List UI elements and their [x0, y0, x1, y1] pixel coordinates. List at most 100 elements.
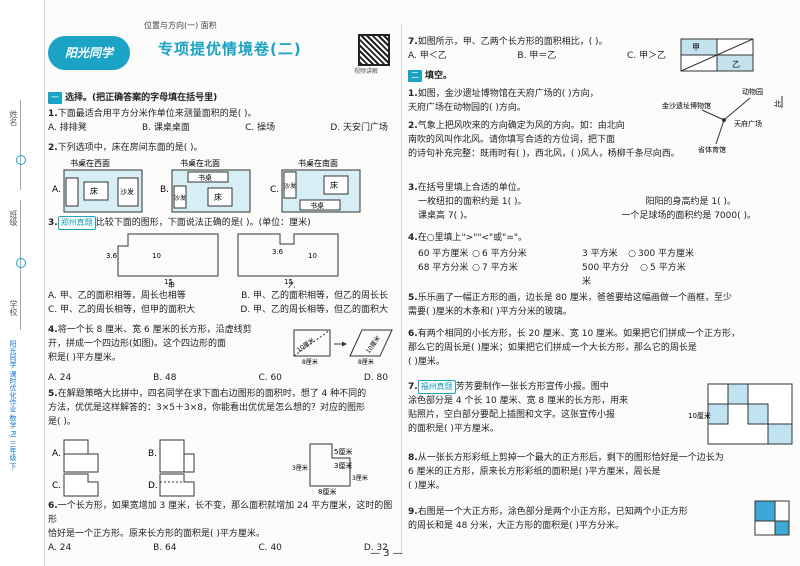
section-badge: 一	[48, 92, 62, 105]
question-2-figures: 书桌在西面 A. 床 沙发 书桌在北面 B. 书桌 沙发 床 书桌在南面 C.	[48, 158, 398, 214]
option-d[interactable]: D. 甲、乙的周长相等，但乙的面积大	[240, 304, 388, 315]
label-5cm: 5厘米	[334, 447, 352, 456]
option-b[interactable]: B. 课桌桌面	[141, 122, 190, 133]
fig-b	[159, 439, 195, 473]
label-b-15: 15	[284, 278, 293, 286]
compare-circle-input[interactable]: ○	[640, 262, 648, 273]
question-text: 一个长方形，如果宽增加 3 厘米，长不变，那么面积就增加 24 平方厘米，这时的…	[48, 501, 393, 525]
blank-desk[interactable]: 课桌高 7( )。	[418, 210, 473, 221]
option-c[interactable]: C. 操场	[245, 122, 276, 133]
fig-d	[159, 473, 195, 497]
option-a[interactable]: A. 排排凳	[48, 122, 87, 133]
question-4-options: A. 24 B. 48 C. 60 D. 80	[48, 372, 398, 386]
parallelogram	[349, 329, 393, 357]
photo-slot	[707, 403, 729, 425]
source-tag: 福州真题	[417, 380, 456, 395]
compare-left: 3 平方米	[582, 248, 618, 259]
compare-circle-input[interactable]: ○	[628, 248, 636, 259]
label-8cm: 8厘米	[318, 487, 336, 496]
header: 位置与方向(一) 面积 阳光同学 专项提优情境卷(二) 视频讲解	[48, 20, 398, 80]
question-text: ( )厘米。	[408, 480, 445, 491]
option-c[interactable]: C. 60	[258, 373, 282, 383]
question-text: 是( )。	[48, 416, 76, 427]
blank-button[interactable]: 一枚纽扣的面积约是 1( )。	[418, 196, 527, 207]
photo-slot	[767, 423, 793, 445]
option-a[interactable]: A. 24	[48, 542, 72, 553]
room-diagrams: 书桌在西面 A. 床 沙发 书桌在北面 B. 书桌 沙发 床 书桌在南面 C.	[52, 158, 361, 213]
option-d[interactable]: D. 32	[363, 542, 388, 553]
question-3: 3.郑州真题比较下面的图形，下面说法正确的是( )。(单位：厘米)	[48, 216, 398, 231]
question-number: 4.	[408, 233, 418, 243]
section-choice-heading: 一选择。(把正确答案的字母填在括号里)	[48, 92, 398, 106]
option-d[interactable]: D. 天安门广场	[330, 122, 388, 133]
option-d[interactable]: D. 80	[363, 373, 388, 383]
option-a[interactable]: A. 甲＜乙	[408, 50, 447, 61]
question-number: 1.	[408, 89, 418, 99]
compare-right: 300 平方厘米	[638, 248, 695, 259]
fig-c	[63, 473, 99, 497]
section-title: 选择。(把正确答案的字母填在括号里)	[65, 93, 218, 103]
cut-diagram: 10厘米 8厘米 10厘米 8厘米	[293, 329, 393, 366]
binding-spine: 姓名 班级 学校 阳光同学 课时优化作业 数学 RJ 三年级 下	[0, 0, 45, 566]
question-3-options: A. 甲、乙的面积相等，周长也相等 B. 甲、乙的面积相等，但乙的周长长 C. …	[48, 290, 398, 318]
section-fill-heading: 二填空。	[408, 70, 796, 84]
label-3cm-top: 3厘米	[334, 461, 352, 470]
sofa-label: 沙发	[284, 182, 296, 190]
letter-a: A.	[52, 449, 61, 459]
question-text: 比较下面的图形，下面说法正确的是( )。(单位：厘米)	[95, 218, 311, 228]
label-3cm-left: 3厘米	[292, 464, 308, 472]
question-text: 那么它的周长是( )厘米；如果把它们拼成一个大长方形，那么它的周长是	[408, 342, 697, 353]
path-museum	[701, 109, 725, 121]
sofa-label: 沙发	[120, 187, 134, 196]
question-2: 2.下列选项中，床在房间东面的是( )。	[48, 142, 398, 156]
question-text: 积是( )平方厘米。	[48, 352, 121, 363]
compare-circle-input[interactable]: ○	[472, 262, 480, 273]
class-line	[20, 200, 21, 290]
option-b[interactable]: B. 48	[153, 373, 177, 383]
question-text: 有两个相同的小长方形，长 20 厘米、宽 10 厘米。如果把它们拼成一个正方形，	[417, 329, 741, 339]
option-c[interactable]: C. 甲＞乙	[626, 50, 666, 61]
option-a[interactable]: A. 24	[48, 373, 72, 383]
question-number: 1.	[48, 109, 58, 119]
breadcrumb: 位置与方向(一) 面积	[144, 21, 217, 30]
question-number: 5.	[408, 293, 418, 303]
compare-left: 68 平方分米	[418, 262, 469, 273]
label-8cm: 8厘米	[358, 358, 374, 366]
reference-figure	[309, 443, 351, 487]
question-number: 6.	[408, 329, 418, 339]
small-square	[774, 520, 790, 536]
class-label: 班级	[9, 210, 18, 226]
question-5: 5.在解题策略大比拼中，四名同学在求下面右边图形的面积时，想了 4 种不同的 方…	[48, 388, 398, 430]
fill-9: 9.右图是一个大正方形，涂色部分是两个小正方形，已知两个小正方形 的周长和是 4…	[408, 506, 746, 534]
section-title: 填空。	[425, 71, 453, 81]
qr-code-icon[interactable]	[358, 34, 390, 66]
brand-vertical: 阳光同学 课时优化作业 数学 RJ 三年级 下	[9, 340, 17, 471]
name-line	[20, 100, 21, 190]
option-b[interactable]: B. 甲、乙的面积相等，但乙的周长长	[241, 291, 388, 301]
desk-label: 书桌	[310, 201, 324, 210]
option-c[interactable]: C. 40	[258, 542, 282, 553]
label-b-3.6: 3.6	[272, 248, 284, 256]
fig-a	[63, 439, 99, 473]
label-a-3.6: 3.6	[106, 252, 118, 260]
label-tianfu: 天府广场	[734, 119, 762, 128]
blank-height[interactable]: 阳阳的身高约是 1( )。	[645, 196, 736, 207]
shape-yi	[237, 233, 339, 277]
option-b[interactable]: B. 64	[153, 542, 177, 553]
question-text: 方法，优优是这样解答的：3×5＋3×8，你能看出优优是怎么想的？对应的图形	[48, 402, 365, 413]
option-c[interactable]: C. 甲、乙的周长相等，但甲的面积大	[48, 304, 196, 315]
question-text: 南吹的风叫作北风。请你填写合适的方位词，把下面	[408, 134, 616, 145]
bed-b	[207, 187, 233, 207]
blank-field[interactable]: 一个足球场的面积约是 7000( )。	[621, 210, 756, 221]
rect-yi	[716, 54, 754, 72]
square-figure	[754, 500, 790, 536]
question-number: 6.	[48, 501, 58, 511]
question-text: 如图所示，甲、乙两个长方形的面积相比，( )。	[417, 37, 608, 47]
strategy-figures: A. B. C. D. 5厘米 3厘米 3厘米 8厘米 3厘米	[52, 439, 368, 497]
compare-circle-input[interactable]: ○	[472, 248, 480, 259]
question-4: 4.将一个长 8 厘米、宽 6 厘米的长方形，沿虚线剪 开，拼成一个四边形(如图…	[48, 324, 288, 366]
option-b[interactable]: B. 甲＝乙	[517, 50, 557, 61]
option-a[interactable]: A. 甲、乙的面积相等，周长也相等	[48, 291, 186, 301]
qr-label: 视频讲解	[354, 68, 379, 75]
path-zoo	[723, 97, 751, 121]
